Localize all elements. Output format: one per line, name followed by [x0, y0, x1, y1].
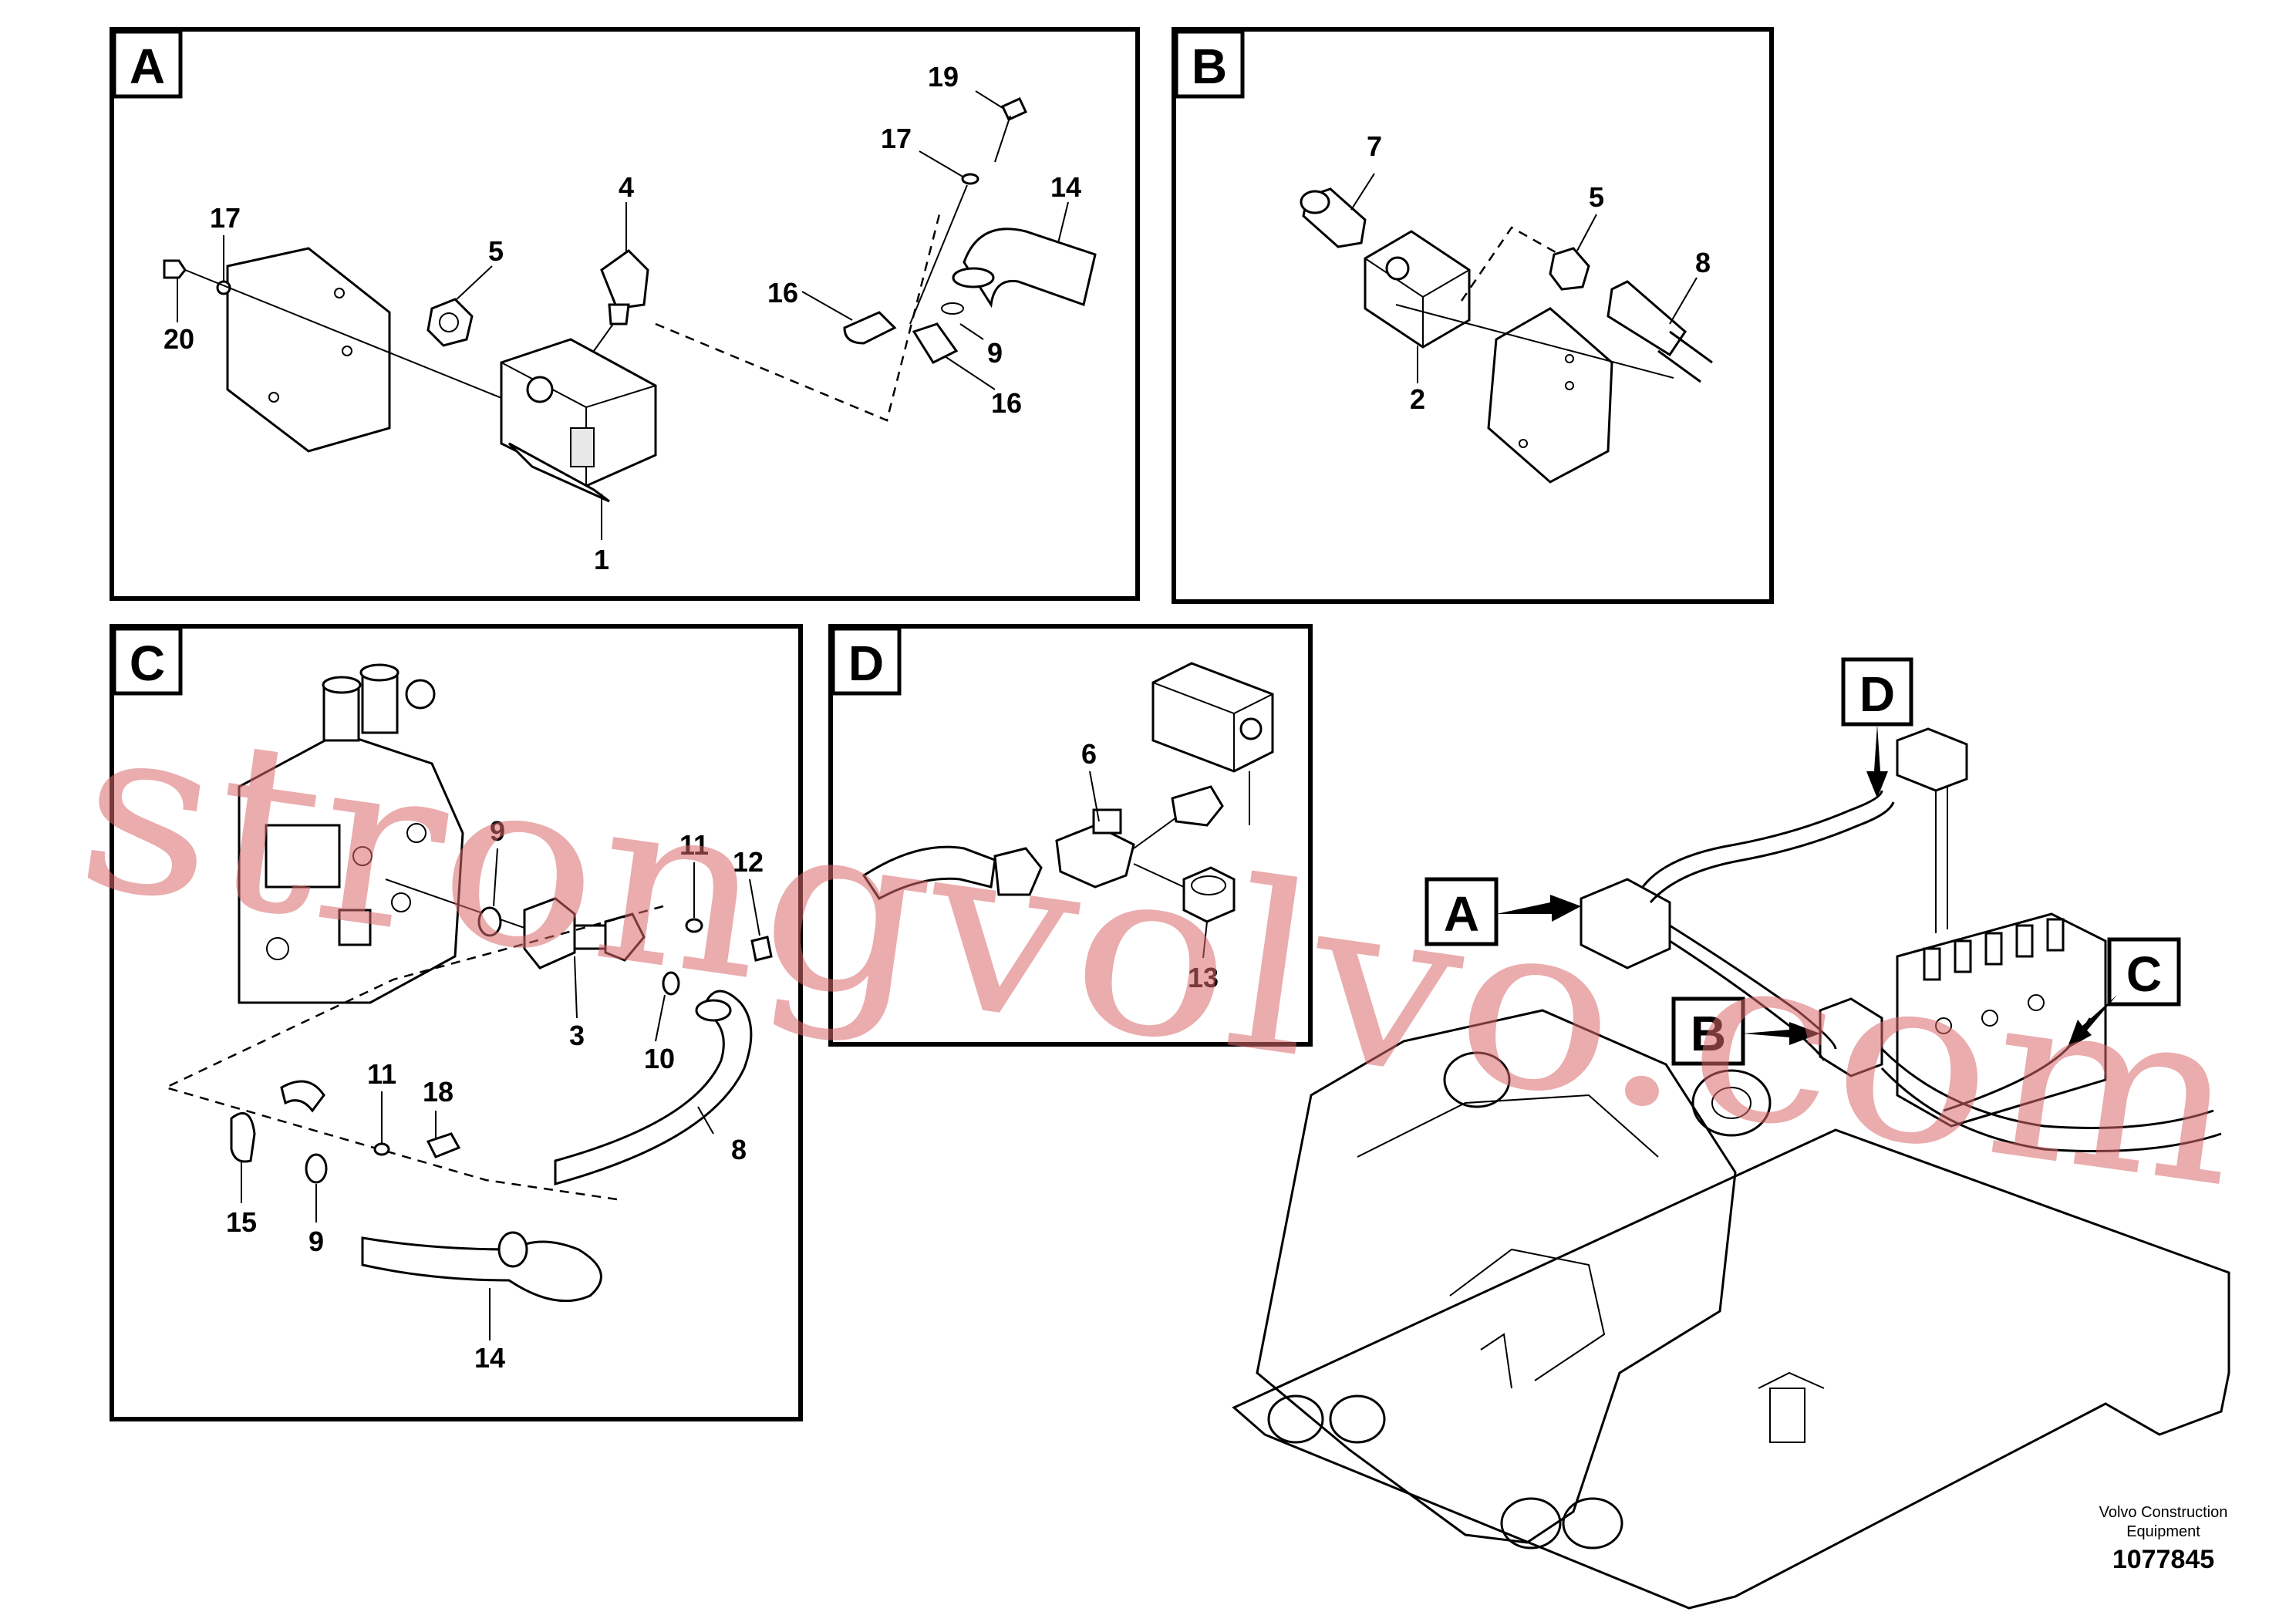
boom-foot: [1256, 1009, 1737, 1544]
seal-10: [662, 971, 680, 996]
block-2: [1364, 230, 1471, 349]
callout-b-2: 2: [1410, 383, 1425, 415]
seal-9-top: [477, 906, 502, 937]
washer-17-right: [961, 173, 979, 185]
hose-end-8: [1607, 280, 1687, 357]
panel-a-letter: A: [130, 39, 165, 94]
callout-a-16b: 16: [991, 387, 1022, 419]
hose-d: [861, 845, 996, 900]
doc-number: 1077845: [2112, 1545, 2214, 1574]
overview-arrow-c: [2067, 995, 2117, 1049]
callout-c-10: 10: [644, 1043, 675, 1074]
callout-c-9t: 9: [490, 815, 505, 847]
washer-11-top: [685, 918, 703, 933]
panel-c-frame: [110, 624, 803, 1421]
overview-control-valve: [1896, 912, 2107, 1128]
footer-company: Volvo Construction: [2099, 1504, 2228, 1521]
callout-c-8: 8: [731, 1134, 747, 1165]
overview-hose-1: [1641, 790, 1883, 888]
panel-c: C: [110, 624, 803, 1421]
panel-b: B 7 5 8 2: [1172, 27, 1774, 604]
panel-b-letter: B: [1192, 39, 1227, 94]
overview-arrow-a: [1496, 895, 1581, 922]
callout-a-5: 5: [488, 235, 504, 267]
washer-11-bottom: [373, 1142, 390, 1156]
panel-d-frame: [828, 624, 1313, 1047]
bolt-19: [1000, 97, 1028, 121]
callout-c-9b: 9: [308, 1226, 324, 1257]
flange-3: [523, 897, 576, 969]
callout-b-7: 7: [1367, 130, 1382, 162]
overview-tag-a: [1424, 877, 1499, 946]
overview-arrow-b: [1743, 1022, 1820, 1045]
callout-c-3: 3: [569, 1020, 585, 1051]
callout-c-11b: 11: [367, 1058, 396, 1090]
hose-14-a: [963, 228, 1097, 309]
panel-c-tag: [112, 626, 183, 696]
callout-a-1: 1: [594, 544, 609, 575]
callout-c-15: 15: [226, 1206, 257, 1238]
plug-5-a: [426, 298, 474, 347]
clamp-15-a: [230, 1111, 256, 1163]
bolt-20: [163, 259, 187, 279]
adapter-d: [1171, 785, 1224, 827]
panel-d-letter: D: [848, 636, 884, 691]
clamp-16-top: [843, 311, 897, 345]
overview-tag-c: [2107, 937, 2181, 1007]
overview-label-b: B: [1691, 1006, 1726, 1061]
bolt-18: [426, 1132, 461, 1158]
overview-label-a: A: [1444, 886, 1479, 942]
callout-a-4: 4: [619, 171, 634, 203]
seal-9-bottom: [305, 1153, 328, 1184]
callout-a-17r: 17: [881, 123, 912, 154]
hose-14-c: [361, 1236, 602, 1303]
callout-c-12: 12: [733, 846, 764, 878]
overview-tag-b: [1671, 996, 1745, 1066]
callout-a-20: 20: [164, 323, 194, 355]
panel-b-tag: [1174, 29, 1245, 99]
fitting-d: [993, 847, 1043, 896]
block-d: [1151, 662, 1274, 773]
callout-c-18: 18: [423, 1076, 453, 1108]
callout-a-19: 19: [928, 61, 959, 93]
clamp-16-bottom: [912, 322, 959, 364]
callout-d-13: 13: [1188, 962, 1219, 993]
plug-5-b: [1549, 247, 1590, 291]
clamp-15-b: [280, 1080, 325, 1113]
panel-c-letter: C: [130, 636, 165, 691]
flange-a: [952, 267, 995, 288]
overview-label-c: C: [2126, 946, 2162, 1002]
mount-plate-a: [226, 247, 391, 453]
callout-b-5: 5: [1589, 181, 1604, 213]
panel-b-frame: [1172, 27, 1774, 604]
elbow-4: [600, 249, 649, 325]
panel-a: A: [110, 27, 1140, 601]
footer-company-line2: Equipment: [2126, 1523, 2200, 1540]
panel-a-frame: [110, 27, 1140, 601]
callout-c-14: 14: [474, 1342, 505, 1374]
overview-hose-3: [1880, 1047, 2214, 1129]
callout-a-16t: 16: [767, 277, 798, 309]
overview-arrow-d: [1866, 724, 1888, 798]
callout-c-11t: 11: [679, 829, 709, 861]
overview-label-d: D: [1859, 666, 1895, 722]
mount-plate-b: [1487, 307, 1613, 484]
callout-a-17l: 17: [210, 202, 241, 234]
bolt-12: [750, 936, 773, 962]
callout-b-8: 8: [1695, 247, 1711, 278]
callout-a-14: 14: [1050, 171, 1081, 203]
overview-machine: A B D C: [1232, 657, 2230, 1610]
panel-d: D 6 13: [828, 624, 1313, 1047]
overview-block-a: [1580, 878, 1671, 969]
callout-d-6: 6: [1081, 738, 1097, 770]
panel-d-tag: [831, 626, 902, 696]
panel-a-tag: [112, 29, 183, 99]
overview-block-d: [1896, 727, 1968, 792]
overview-hose-2: [1669, 924, 1837, 1050]
callout-a-9: 9: [987, 337, 1003, 369]
control-valve-c: [238, 663, 464, 1004]
